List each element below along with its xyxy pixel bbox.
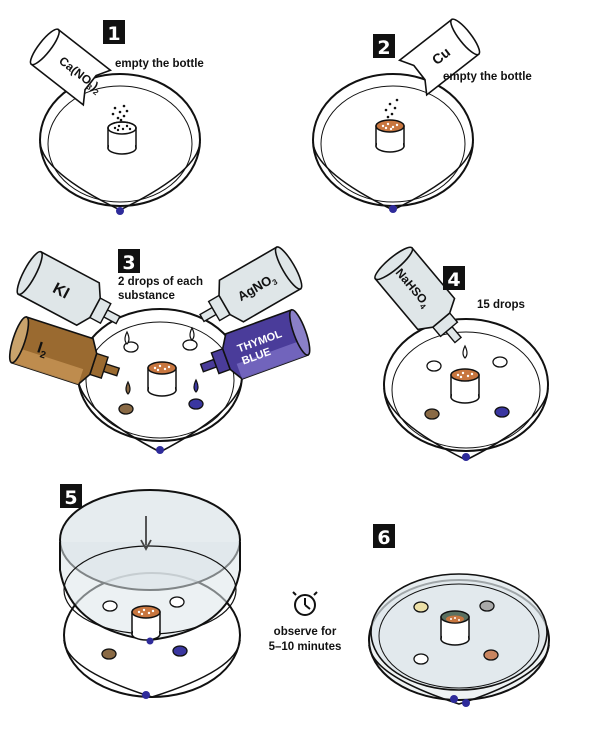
dish-marker-dot: [156, 446, 164, 454]
drop: [125, 380, 131, 395]
dish-marker-dot: [142, 691, 150, 699]
bottle-cu: Cu: [397, 18, 481, 97]
i2-spot: [118, 403, 134, 415]
falling-powder: [384, 98, 399, 119]
drop: [189, 326, 195, 341]
reaction-cup-6: [440, 610, 470, 646]
step-number: 2: [377, 37, 390, 59]
drop: [124, 330, 130, 345]
dish-marker-dot: [462, 453, 470, 461]
step-number: 6: [377, 527, 390, 549]
step-1: Ca(NO3)2 1 empty the bottle: [29, 20, 204, 215]
bottle-ki: KI: [16, 250, 121, 327]
bottle-ca-no3: Ca(NO3)2: [29, 28, 113, 107]
svg-text:I2: I2: [34, 339, 50, 361]
bottle-i2: I2: [8, 316, 121, 386]
stopwatch-icon: [292, 591, 318, 616]
step-caption: empty the bottle: [443, 71, 532, 83]
step-caption: 15 drops: [477, 299, 525, 311]
step-number: 1: [107, 23, 120, 45]
step-caption: empty the bottle: [115, 58, 204, 70]
down-arrow-icon: [140, 516, 152, 551]
step-number-box: [118, 249, 140, 273]
dish-marker-dot: [450, 695, 458, 703]
ki-spot: [426, 360, 442, 372]
svg-text:KI: KI: [50, 280, 72, 303]
dish-marker-dot: [116, 207, 124, 215]
step-number-box: [373, 34, 395, 58]
agno3-spot: [492, 356, 508, 368]
agno3-spot-result: [479, 600, 495, 612]
step-caption-line2: substance: [118, 290, 175, 302]
ki-spot-result: [413, 601, 429, 613]
bottle-thymol-blue: THYMOL BLUE: [199, 308, 311, 380]
step-5: 5: [59, 484, 241, 699]
agno3-spot: [169, 596, 185, 608]
bottle-nahso4: NaHSO4: [374, 246, 463, 344]
reaction-cup-1: [107, 121, 137, 155]
timer-line2: 5–10 minutes: [269, 641, 342, 653]
step-number-box: [443, 266, 465, 290]
step-6: 6: [368, 524, 550, 707]
timer-line1: observe for: [274, 626, 337, 638]
i2-spot: [424, 408, 440, 420]
thymol-spot: [188, 398, 204, 410]
reaction-cup-4: [450, 368, 480, 404]
reaction-cup-5: [131, 605, 161, 641]
i2-spot: [101, 648, 117, 660]
reaction-cup-2: [375, 119, 405, 153]
dish-marker-dot: [462, 699, 470, 707]
step-4: NaHSO4 4 15 drops: [374, 246, 549, 461]
reaction-cup-3: [147, 361, 177, 397]
drop: [193, 378, 199, 393]
ki-spot: [102, 600, 118, 612]
step-number-box: [373, 524, 395, 548]
step-number: 5: [64, 487, 77, 509]
step-number: 3: [122, 252, 135, 274]
step-caption-line1: 2 drops of each: [118, 276, 203, 288]
dish-marker-dot: [146, 637, 154, 645]
i2-spot-result: [413, 653, 429, 665]
dish-marker-dot: [389, 205, 397, 213]
step-2: Cu 2 empty the bottle: [312, 18, 532, 213]
thymol-spot: [172, 645, 188, 657]
ki-spot: [123, 341, 139, 353]
drop: [462, 344, 468, 359]
step-number-box: [60, 484, 82, 508]
step-number: 4: [447, 269, 460, 291]
thymol-spot: [494, 406, 510, 418]
timer-block: observe for 5–10 minutes: [269, 591, 342, 653]
step-3: KI AgNO3 I2: [8, 246, 311, 454]
step-number-box: [103, 20, 125, 44]
thymol-spot-result: [483, 649, 499, 661]
agno3-spot: [182, 339, 198, 351]
bottle-agno3: AgNO3: [199, 246, 303, 323]
falling-powder: [111, 104, 129, 122]
